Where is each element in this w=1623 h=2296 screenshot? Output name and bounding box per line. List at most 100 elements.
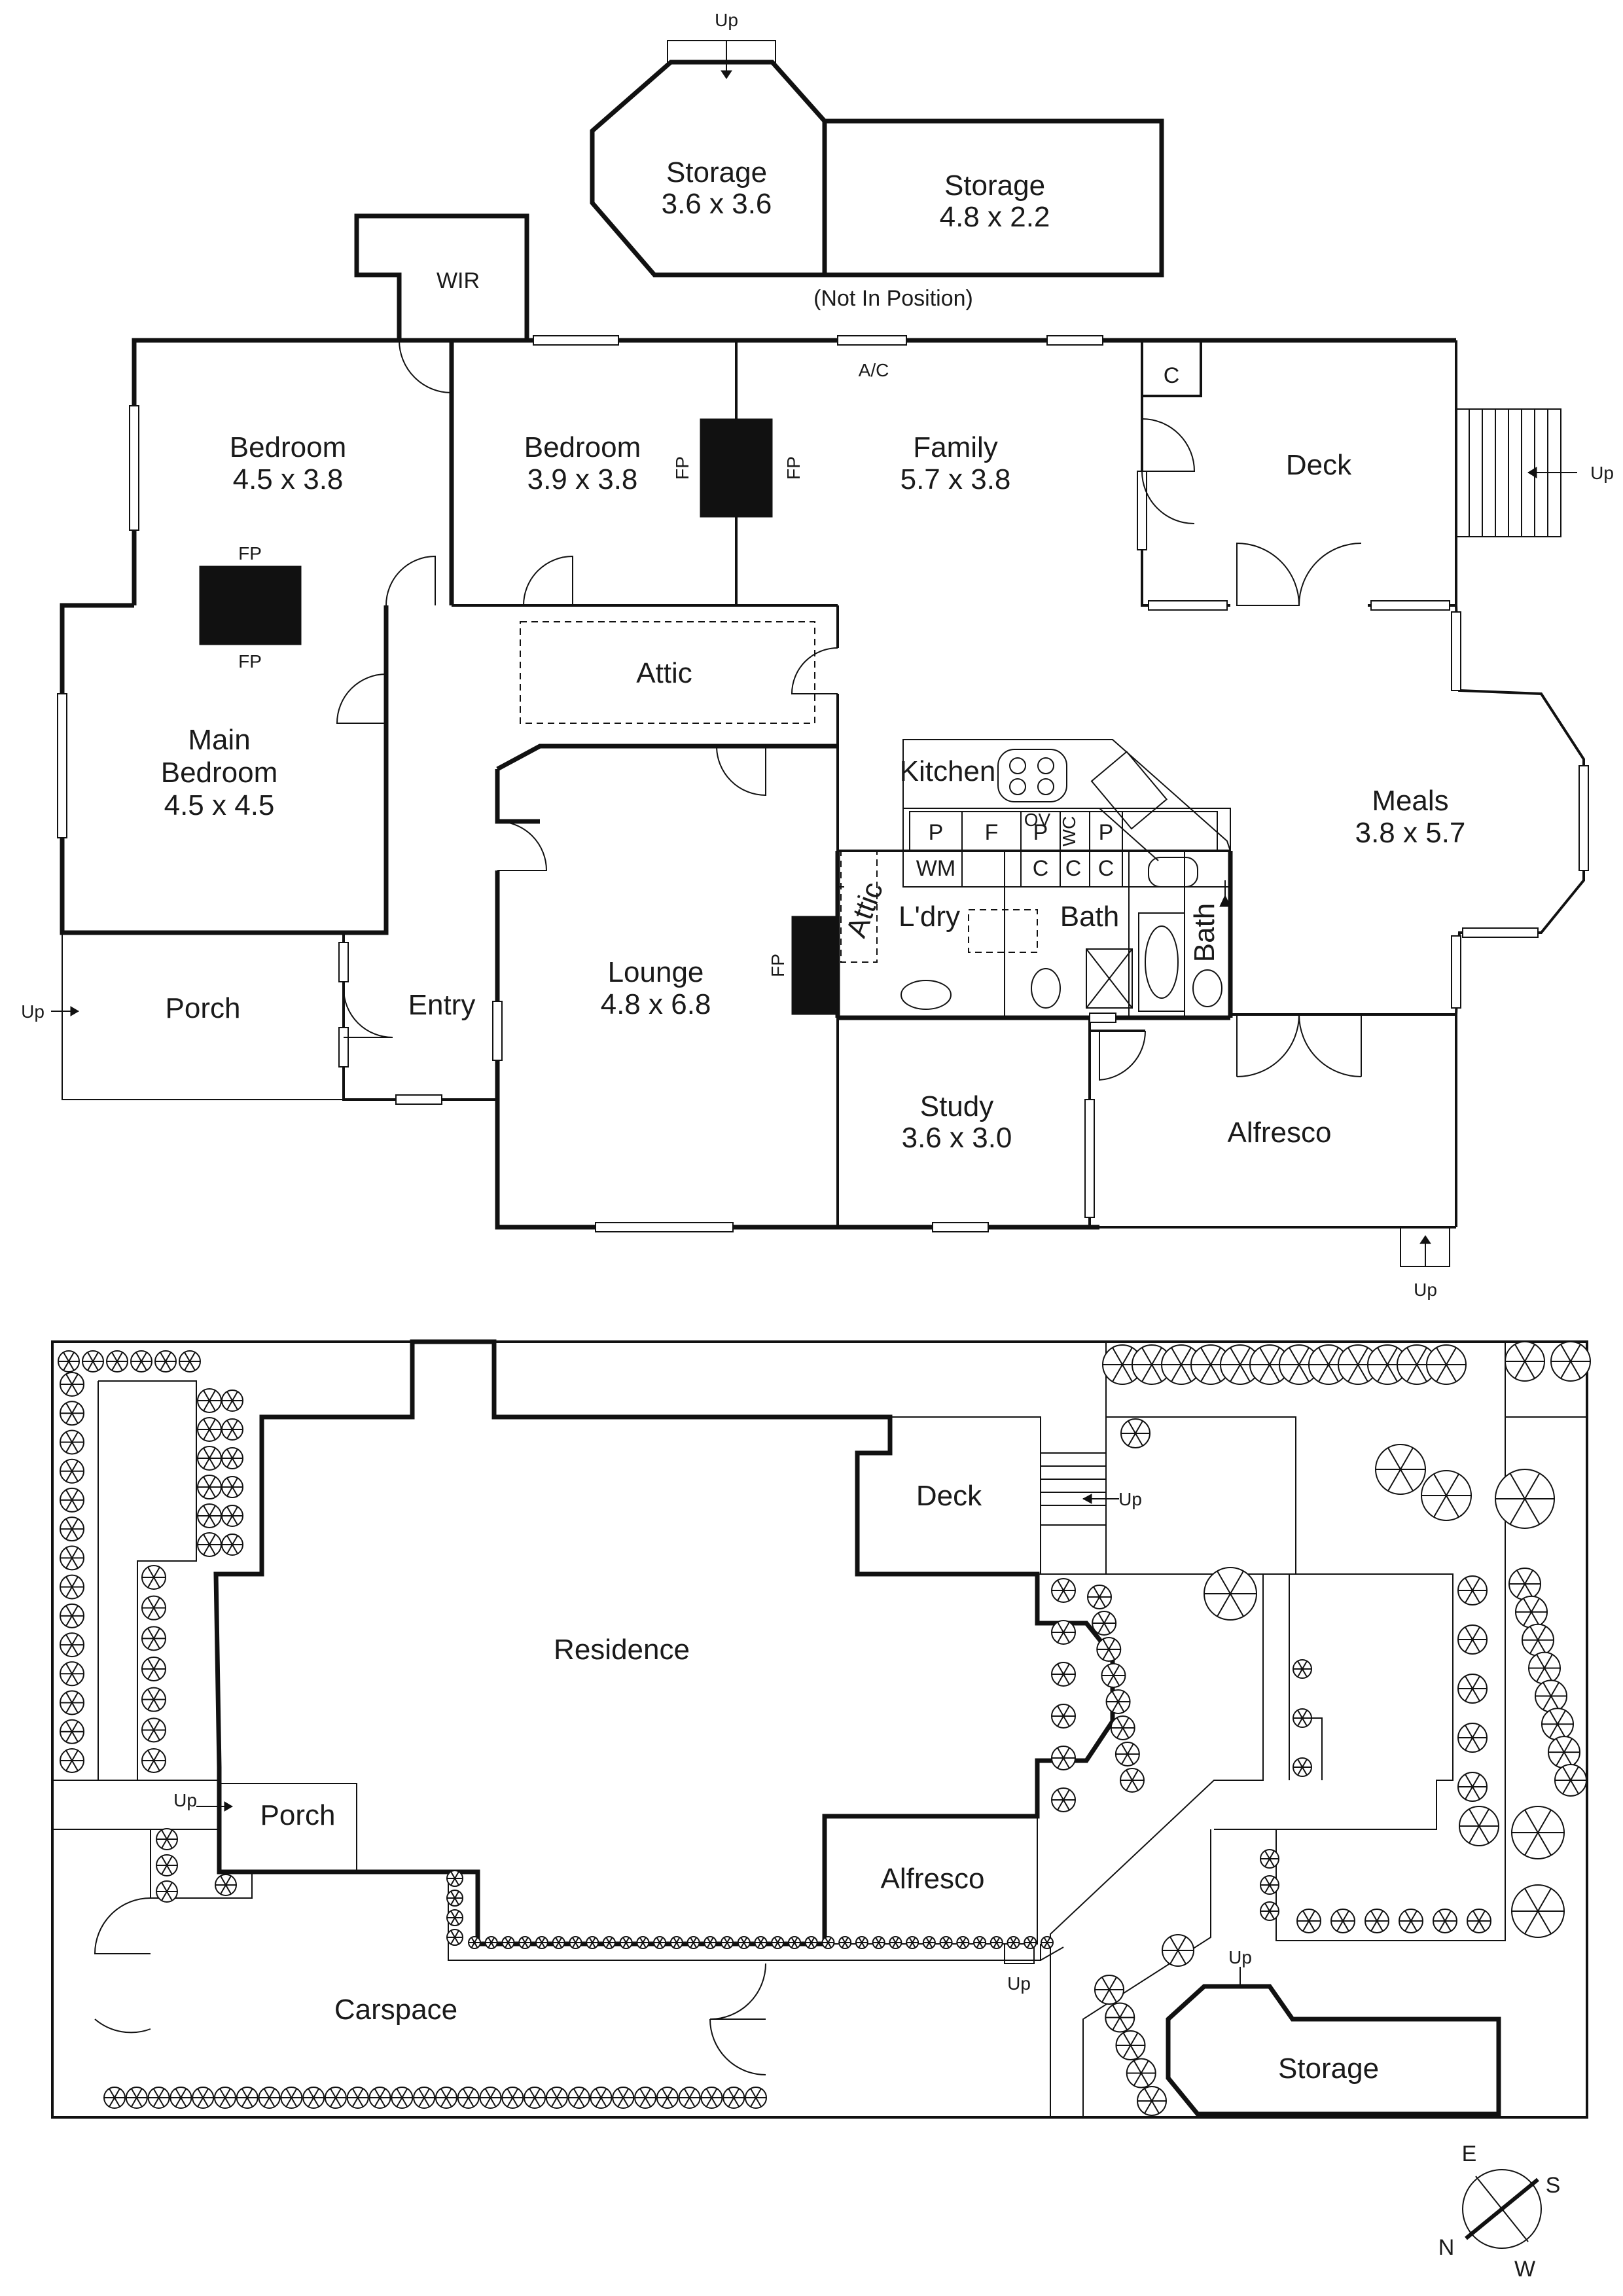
tree-branch [313, 2097, 320, 2108]
tree-branch [308, 2097, 315, 2108]
pantry-label: P [1033, 820, 1048, 845]
tree-branch [1269, 1903, 1275, 1912]
tree-branch [1107, 1675, 1115, 1687]
tree-branch [65, 1499, 73, 1511]
tree-branch [1336, 1920, 1344, 1932]
tree-branch [558, 1937, 563, 1943]
tree-branch [1562, 1766, 1571, 1781]
bedroom-1-size: 4.5 x 3.8 [233, 463, 344, 495]
tree-branch [861, 1942, 866, 1948]
tree-branch [209, 1458, 216, 1469]
tree-branch [825, 1937, 829, 1943]
tree-branch [622, 1942, 627, 1948]
tree-branch [976, 1942, 980, 1948]
bedroom-2-name: Bedroom [524, 431, 641, 463]
tree-branch [609, 1937, 613, 1943]
tree-branch [1308, 1920, 1315, 1932]
tree-branch [1217, 1593, 1231, 1617]
tree-branch [467, 2088, 474, 2098]
storage-rectangle [822, 118, 1164, 278]
tree-branch [1057, 1799, 1064, 1811]
tree-branch [555, 1937, 560, 1943]
tree-branch [1433, 1473, 1447, 1496]
tree-branch [153, 1628, 160, 1639]
tree-branch [912, 1937, 916, 1943]
tree-branch [166, 1829, 173, 1840]
tree-branch [161, 1891, 168, 1901]
tree-branch [827, 1937, 832, 1943]
tree-branch [1465, 1590, 1473, 1604]
tree-branch [450, 1917, 455, 1925]
tree-branch [1472, 1676, 1480, 1689]
tree-branch [1472, 1920, 1480, 1932]
tree-branch [529, 2097, 535, 2108]
tree-branch [760, 1937, 764, 1943]
tree-branch [1465, 1725, 1473, 1738]
tree-branch [625, 1942, 630, 1948]
tree-branch [209, 1515, 216, 1527]
tree-branch [65, 1412, 73, 1424]
tree-branch [928, 1937, 933, 1943]
tree-branch [639, 1937, 644, 1943]
tree-branch [1103, 1612, 1111, 1624]
tree-branch [1210, 1347, 1221, 1365]
tree-branch [1116, 1727, 1124, 1739]
tree-branch [1302, 1920, 1310, 1932]
tree-branch [1549, 1723, 1558, 1738]
tree-branch [1117, 1701, 1125, 1713]
tree-branch [1529, 1626, 1539, 1641]
tree-branch [197, 2088, 204, 2098]
tree-branch [659, 1942, 664, 1948]
laundry-label: L'dry [899, 901, 960, 933]
tree-branch [71, 1587, 79, 1598]
tree-branch [1536, 1668, 1545, 1682]
tree-branch [161, 1829, 168, 1840]
tree-branch [1289, 1347, 1300, 1365]
tree-branch [130, 2088, 137, 2098]
tree-branch [65, 1547, 73, 1558]
tree-branch [656, 1937, 660, 1943]
tree-branch [1063, 1799, 1070, 1811]
tree-branch [65, 1634, 73, 1645]
tree-branch [1230, 1593, 1244, 1617]
tree-branch [550, 2097, 558, 2108]
tree-branch [197, 2097, 204, 2108]
tree-branch [71, 1528, 79, 1540]
tree-branch [357, 2097, 364, 2108]
tree-branch [1264, 1910, 1270, 1920]
tree-branch [728, 2097, 735, 2108]
tree-branch [1057, 1705, 1064, 1717]
tree-branch [189, 1352, 196, 1362]
tree-branch [1097, 1623, 1105, 1634]
tree-branch [878, 1942, 883, 1948]
tree-branch [147, 1668, 154, 1680]
tree-branch [928, 1942, 933, 1948]
tree-branch [575, 1937, 579, 1943]
fireplace [199, 565, 302, 645]
tree-branch [180, 2097, 187, 2108]
family-size: 5.7 x 3.8 [901, 463, 1011, 495]
tree-branch [1400, 1447, 1414, 1470]
tree-branch [1093, 1596, 1100, 1608]
deck-stairs [1455, 408, 1577, 537]
tree-branch [65, 1673, 73, 1685]
tree-branch [226, 1506, 233, 1516]
tree-branch [454, 1930, 459, 1938]
tree-branch [1135, 1420, 1143, 1434]
tree-branch [1108, 1649, 1116, 1660]
tree-branch [109, 2097, 115, 2108]
tree-branch [246, 2088, 253, 2098]
study-name: Study [920, 1090, 994, 1122]
compass: E S N W [1438, 2142, 1561, 2282]
tree-branch [512, 2097, 519, 2108]
tree-branch [158, 2088, 165, 2098]
tree-branch [945, 1942, 950, 1948]
bedroom-2-size: 3.9 x 3.8 [527, 463, 638, 495]
tree-branch [1269, 1364, 1280, 1382]
tree-branch [135, 2088, 143, 2098]
tree-branch [875, 1937, 880, 1943]
tree-branch [1444, 1920, 1452, 1932]
tree-branch [639, 1942, 644, 1948]
site-alfresco-up-label: Up [1007, 1973, 1031, 1994]
tree-branch [474, 1942, 478, 1948]
